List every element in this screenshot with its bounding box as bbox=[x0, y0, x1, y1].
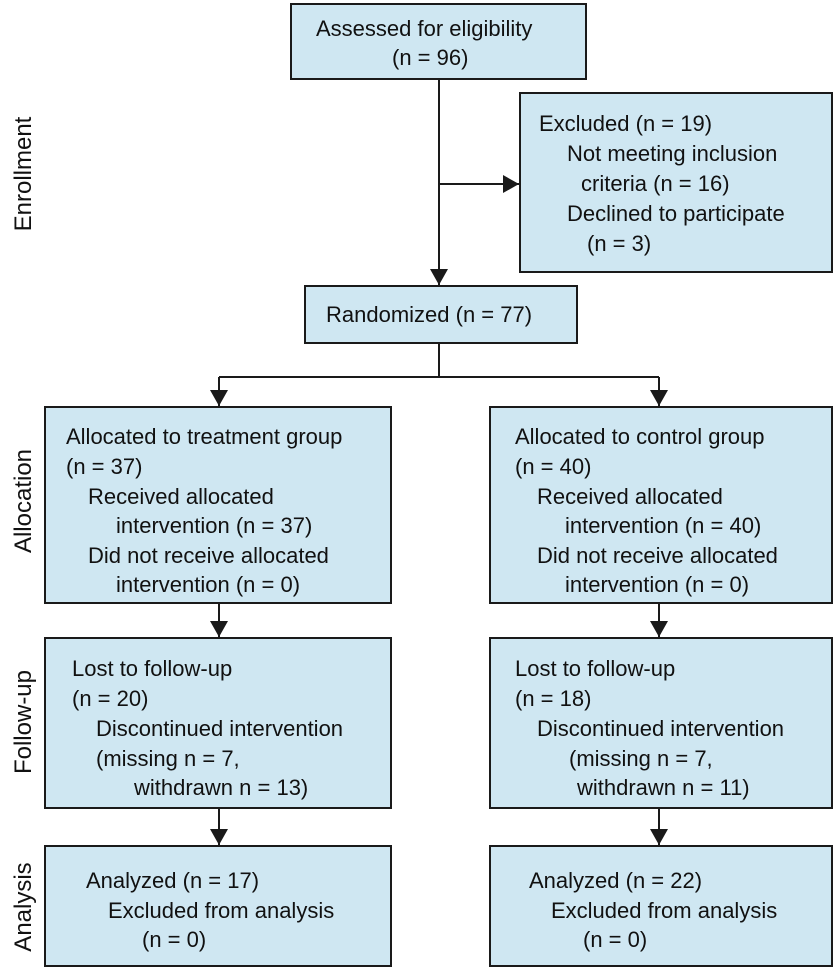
analysis-treatment-line-3: (n = 0) bbox=[142, 927, 207, 952]
excluded-line-5: (n = 3) bbox=[587, 231, 652, 256]
assessed-line-2: (n = 96) bbox=[392, 45, 469, 70]
alloc-control-line-3: Received allocated bbox=[537, 484, 723, 509]
follow-control-line-2: (n = 18) bbox=[515, 686, 592, 711]
follow-treatment-line-1: Lost to follow-up bbox=[72, 656, 233, 681]
analysis-treatment-line-2: Excluded from analysis bbox=[108, 898, 335, 923]
randomized-box: Randomized (n = 77) bbox=[304, 285, 578, 344]
alloc-control-line-4: intervention (n = 40) bbox=[565, 513, 762, 538]
analysis-control-line-3: (n = 0) bbox=[583, 927, 648, 952]
alloc-control-line-6: intervention (n = 0) bbox=[565, 572, 750, 597]
follow-treatment-box: Lost to follow-up (n = 20) Discontinued … bbox=[44, 637, 392, 809]
excluded-line-2: Not meeting inclusion bbox=[567, 141, 778, 166]
follow-treatment-line-3: Discontinued intervention bbox=[96, 716, 344, 741]
follow-control-box: Lost to follow-up (n = 18) Discontinued … bbox=[489, 637, 833, 809]
excluded-line-4: Declined to participate bbox=[567, 201, 785, 226]
analysis-control-box: Analyzed (n = 22) Excluded from analysis… bbox=[489, 845, 833, 967]
follow-treatment-line-5: withdrawn n = 13) bbox=[134, 775, 309, 800]
follow-control-line-4: (missing n = 7, bbox=[569, 746, 713, 771]
analysis-treatment-line-1: Analyzed (n = 17) bbox=[86, 868, 260, 893]
alloc-treatment-line-1: Allocated to treatment group bbox=[66, 424, 343, 449]
alloc-treatment-line-2: (n = 37) bbox=[66, 454, 143, 479]
follow-control-line-1: Lost to follow-up bbox=[515, 656, 676, 681]
follow-control-line-3: Discontinued intervention bbox=[537, 716, 785, 741]
excluded-line-3: criteria (n = 16) bbox=[581, 171, 730, 196]
alloc-control-line-5: Did not receive allocated bbox=[537, 543, 778, 568]
assessed-line-1: Assessed for eligibility bbox=[316, 16, 533, 41]
excluded-line-1: Excluded (n = 19) bbox=[539, 111, 713, 136]
follow-treatment-line-2: (n = 20) bbox=[72, 686, 149, 711]
stage-label-enrollment: Enrollment bbox=[10, 116, 37, 232]
assessed-box: Assessed for eligibility (n = 96) bbox=[290, 3, 587, 80]
excluded-box: Excluded (n = 19) Not meeting inclusion … bbox=[519, 92, 833, 273]
follow-control-line-5: withdrawn n = 11) bbox=[577, 775, 750, 800]
analysis-treatment-box: Analyzed (n = 17) Excluded from analysis… bbox=[44, 845, 392, 967]
stage-label-followup: Follow-up bbox=[10, 669, 37, 775]
alloc-control-line-2: (n = 40) bbox=[515, 454, 592, 479]
stage-label-allocation: Allocation bbox=[10, 448, 37, 554]
alloc-treatment-line-6: intervention (n = 0) bbox=[116, 572, 301, 597]
alloc-treatment-line-4: intervention (n = 37) bbox=[116, 513, 313, 538]
alloc-control-box: Allocated to control group (n = 40) Rece… bbox=[489, 406, 833, 604]
alloc-treatment-line-3: Received allocated bbox=[88, 484, 274, 509]
alloc-treatment-box: Allocated to treatment group (n = 37) Re… bbox=[44, 406, 392, 604]
alloc-control-line-1: Allocated to control group bbox=[515, 424, 765, 449]
follow-treatment-line-4: (missing n = 7, bbox=[96, 746, 240, 771]
analysis-control-line-2: Excluded from analysis bbox=[551, 898, 778, 923]
randomized-line-1: Randomized (n = 77) bbox=[326, 302, 533, 327]
alloc-treatment-line-5: Did not receive allocated bbox=[88, 543, 329, 568]
stage-label-analysis: Analysis bbox=[10, 862, 37, 952]
analysis-control-line-1: Analyzed (n = 22) bbox=[529, 868, 703, 893]
